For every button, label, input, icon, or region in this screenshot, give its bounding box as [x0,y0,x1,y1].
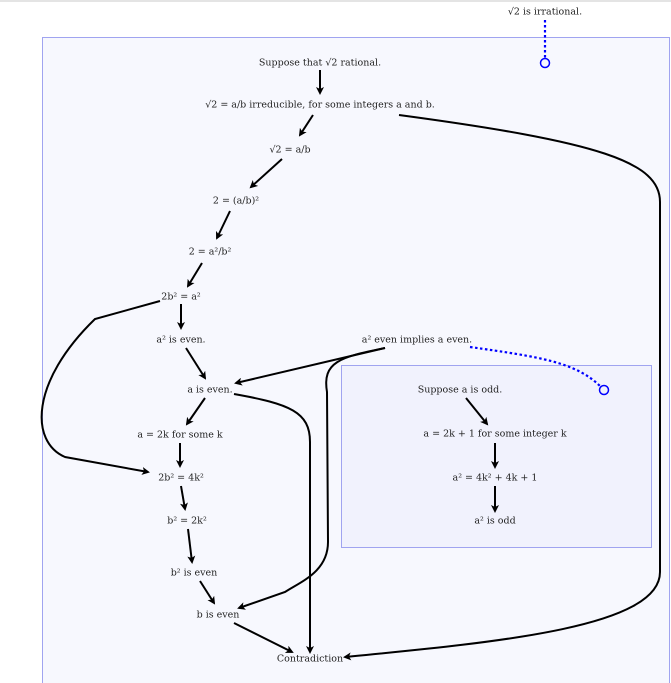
node-b-sq-even: b² is even [170,567,218,579]
proof-box [42,37,670,683]
edge [233,622,294,653]
node-two-b-sq: 2b² = a² [161,291,201,303]
node-a-sq-odd: a² is odd [474,515,516,527]
lemma-link [469,345,601,387]
edge [185,397,206,426]
node-b-sq-2k: b² = 2k² [167,515,207,527]
edge [465,397,489,426]
edge [185,347,207,380]
node-suppose: Suppose that √2 rational. [258,57,382,69]
edge [187,528,196,564]
edge [186,262,203,288]
edge [343,114,661,661]
node-a-2k: a = 2k for some k [137,429,223,441]
edge [237,347,386,610]
edge [249,158,283,189]
node-a-sq-even: a² is even. [156,334,206,346]
node-contradiction: Contradiction [276,653,344,665]
node-a-odd-form: a = 2k + 1 for some integer k [423,428,567,440]
node-suppose-odd: Suppose a is odd. [417,384,503,396]
node-lemma: a² even implies a even. [361,334,473,346]
node-two-b-sq-4k: 2b² = 4k² [158,472,204,484]
node-b-even: b is even [196,609,240,621]
edge [233,393,314,654]
lemma-proof-box [341,365,652,548]
lemma-anchor-icon [598,384,610,396]
node-irreducible: √2 = a/b irreducible, for some integers … [205,99,435,111]
node-a-even: a is even. [187,384,233,396]
edge [40,300,161,475]
edge [199,580,216,605]
node-fraction: 2 = a²/b² [188,246,232,258]
edge [215,210,231,240]
goal-anchor-icon [539,57,551,69]
edge [180,485,188,511]
node-squared: 2 = (a/b)² [212,195,260,207]
goal-label: √2 is irrational. [507,6,583,18]
edge [298,114,314,137]
node-a-sq-expand: a² = 4k² + 4k + 1 [452,472,538,484]
node-sqrt-eq: √2 = a/b [269,144,311,156]
